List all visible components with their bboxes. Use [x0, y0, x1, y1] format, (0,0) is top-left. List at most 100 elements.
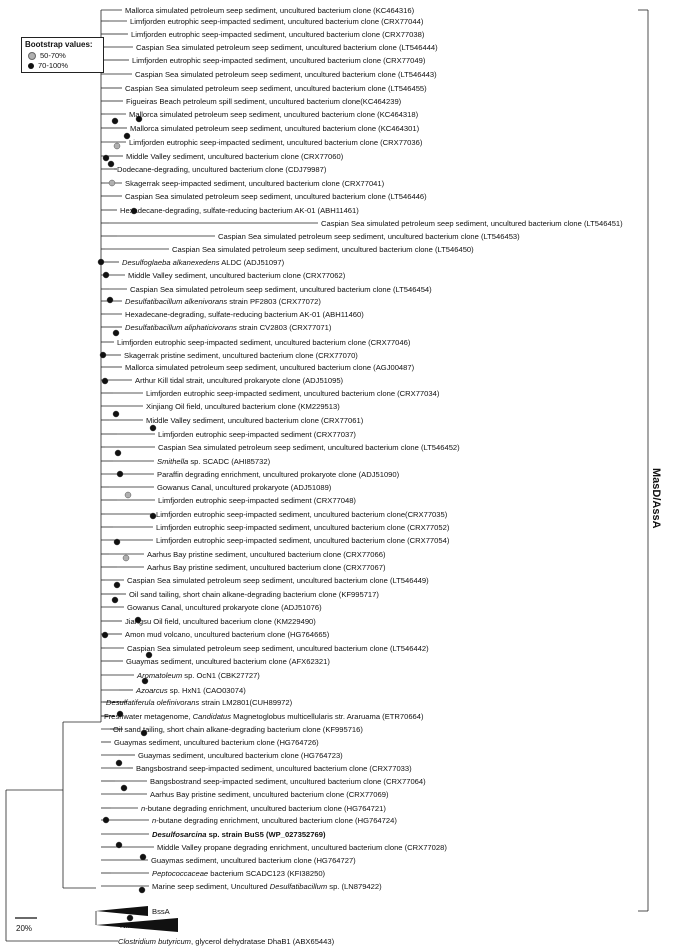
leaf-label: Middle Valley sediment, uncultured bacte…: [146, 416, 364, 425]
bootstrap-node-dot-high: [111, 596, 119, 604]
bootstrap-node-dot-high: [115, 841, 123, 849]
bootstrap-node-dot-high: [145, 651, 153, 659]
leaf-label: Marine seep sediment, Uncultured Desulfa…: [152, 882, 382, 891]
leaf-label: Gowanus Canal, uncultured prokaryote (AD…: [157, 483, 332, 492]
bootstrap-node-dot-high: [111, 117, 119, 125]
leaf-label: Limfjorden eutrophic seep-impacted sedim…: [156, 510, 448, 519]
bootstrap-node-dot-mid: [108, 179, 116, 187]
leaf-label: Desulfatiferula olefinivorans strain LM2…: [106, 698, 293, 707]
bootstrap-node-dot-high: [123, 132, 131, 140]
bootstrap-node-dot-high: [107, 160, 115, 168]
leaf-label: Caspian Sea simulated petroleum seep sed…: [127, 644, 429, 653]
leaf-label: Xinjiang Oil field, uncultured bacterium…: [146, 402, 340, 411]
bootstrap-node-dot-high: [102, 271, 110, 279]
leaf-label: Caspian Sea simulated petroleum seep sed…: [125, 84, 427, 93]
bootstrap-node-dot-high: [120, 784, 128, 792]
leaf-label: Bangsbostrand seep-impacted sediment, un…: [136, 764, 412, 773]
leaf-label: Caspian Sea simulated petroleum seep sed…: [172, 245, 474, 254]
leaf-label: Caspian Sea simulated petroleum seep sed…: [218, 232, 520, 241]
leaf-label: Desulfosarcina sp. strain BuS5 (WP_02735…: [152, 830, 326, 839]
legend-label-70-100: 70-100%: [38, 61, 69, 70]
leaf-label: NmsA: [120, 921, 142, 930]
black-dot-icon: [28, 63, 34, 70]
leaf-label: Mallorca simulated petroleum seep sedime…: [125, 6, 415, 15]
leaf-label: Hexadecane-degrading, sulfate-reducing b…: [125, 310, 364, 319]
leaf-label: Guaymas sediment, uncultured bacterium c…: [114, 738, 319, 747]
leaf-label: Desulfatibacillum aliphaticivorans strai…: [125, 323, 332, 332]
leaf-label: Aromatoleum sp. OcN1 (CBK27727): [136, 671, 260, 680]
leaf-label: Bangsbostrand seep-impacted sediment, un…: [150, 777, 426, 786]
bootstrap-node-dot-high: [116, 470, 124, 478]
leaf-label: Figueiras Beach petroleum spill sediment…: [126, 97, 402, 106]
leaf-label: Skagerrak pristine sediment, uncultured …: [124, 351, 358, 360]
bootstrap-node-dot-high: [130, 207, 138, 215]
bootstrap-node-dot-high: [113, 538, 121, 546]
bootstrap-node-dot-mid: [124, 491, 132, 499]
leaf-label: Mallorca simulated petroleum seep sedime…: [129, 110, 419, 119]
bootstrap-node-dot-mid: [122, 554, 130, 562]
leaf-label: Smithella sp. SCADC (AHI85732): [157, 457, 271, 466]
leaf-label: Caspian Sea simulated petroleum seep sed…: [130, 285, 432, 294]
bootstrap-node-dot-high: [112, 410, 120, 418]
bootstrap-node-dot-high: [138, 886, 146, 894]
leaf-label: Limfjorden eutrophic seep-impacted sedim…: [131, 30, 425, 39]
leaf-label: Aarhus Bay pristine sediment, uncultured…: [147, 550, 386, 559]
leaf-label: Jiangsu Oil field, uncultured bacerium c…: [125, 617, 316, 626]
leaf-label: Clostridium butyricum, glycerol dehydrat…: [118, 937, 335, 946]
bootstrap-node-dot-high: [99, 351, 107, 359]
leaf-label: n-butane degrading enrichment, unculture…: [152, 816, 397, 825]
leaf-label: Caspian Sea simulated petroleum seep sed…: [127, 576, 429, 585]
bootstrap-node-dot-high: [97, 258, 105, 266]
leaf-label: Gowanus Canal, uncultured prokaryote clo…: [127, 603, 322, 612]
legend-title: Bootstrap values:: [25, 40, 93, 49]
scale-bar-label: 20%: [16, 924, 33, 933]
bootstrap-node-dot-high: [140, 729, 148, 737]
bootstrap-node-dot-high: [114, 449, 122, 457]
leaf-label: Oil sand tailing, short chain alkane-deg…: [113, 725, 363, 734]
bootstrap-node-dot-high: [139, 853, 147, 861]
bootstrap-node-dot-high: [135, 115, 143, 123]
leaf-label: Oil sand tailing, short chain alkane-deg…: [129, 590, 379, 599]
leaf-label: Freshwater metagenome, Candidatus Magnet…: [104, 712, 424, 721]
leaf-label: Arthur Kill tidal strait, uncultured pro…: [135, 376, 344, 385]
bootstrap-node-dot-high: [116, 710, 124, 718]
leaf-label: Aarhus Bay pristine sediment, uncultured…: [150, 790, 389, 799]
leaf-label: Azoarcus sp. HxN1 (CAO03074): [135, 686, 246, 695]
leaf-label: Desulfoglaeba alkanexedens ALDC (ADJ5109…: [122, 258, 285, 267]
bootstrap-node-dot-high: [141, 677, 149, 685]
leaf-label: Aarhus Bay pristine sediment, uncultured…: [147, 563, 386, 572]
leaf-label: Skagerrak seep-impacted sediment, uncult…: [125, 179, 385, 188]
bootstrap-node-dot-high: [126, 914, 134, 922]
legend-item-50-70: 50-70%: [28, 51, 66, 61]
bootstrap-node-dot-high: [112, 329, 120, 337]
leaf-label: Middle Valley propane degrading enrichme…: [157, 843, 447, 852]
leaf-label: Guaymas sediment, uncultured bacterium c…: [138, 751, 343, 760]
bootstrap-node-dot-high: [101, 377, 109, 385]
bootstrap-node-dot-high: [134, 616, 142, 624]
bootstrap-node-dot-high: [149, 424, 157, 432]
leaf-label: Mallorca simulated petroleum seep sedime…: [130, 124, 420, 133]
legend-item-70-100: 70-100%: [28, 61, 68, 70]
leaf-label: Guaymas sediment, uncultured bacterium c…: [151, 856, 356, 865]
leaf-label: Paraffin degrading enrichment, unculture…: [157, 470, 400, 479]
bootstrap-node-dot-high: [113, 581, 121, 589]
leaf-label: Limfjorden eutrophic seep-impacted sedim…: [130, 17, 424, 26]
leaf-label: Limfjorden eutrophic seep-impacted sedim…: [117, 338, 411, 347]
grey-dot-icon: [28, 52, 36, 61]
bootstrap-node-dot-high: [102, 816, 110, 824]
bootstrap-node-dot-high: [101, 631, 109, 639]
leaf-label: Dodecane-degrading, uncultured bacterium…: [117, 165, 327, 174]
leaf-label: Limfjorden eutrophic seep-impacted sedim…: [156, 536, 450, 545]
leaf-label: Caspian Sea simulated petroleum seep sed…: [125, 192, 427, 201]
leaf-label: BssA: [152, 907, 171, 916]
clade-label: MasD/AssA: [650, 468, 662, 529]
bootstrap-node-dot-high: [106, 296, 114, 304]
bootstrap-legend: Bootstrap values: 50-70% 70-100%: [21, 37, 104, 73]
legend-label-50-70: 50-70%: [40, 51, 66, 60]
leaf-label: Limfjorden eutrophic seep-impacted sedim…: [156, 523, 450, 532]
leaf-label: Middle Valley sediment, uncultured bacte…: [126, 152, 344, 161]
leaf-label: Caspian Sea simulated petroleum seep sed…: [158, 443, 460, 452]
leaf-label: Guaymas sediment, uncultured bacterium c…: [126, 657, 330, 666]
leaf-label: Limfjorden eutrophic seep-impacted sedim…: [158, 430, 356, 439]
